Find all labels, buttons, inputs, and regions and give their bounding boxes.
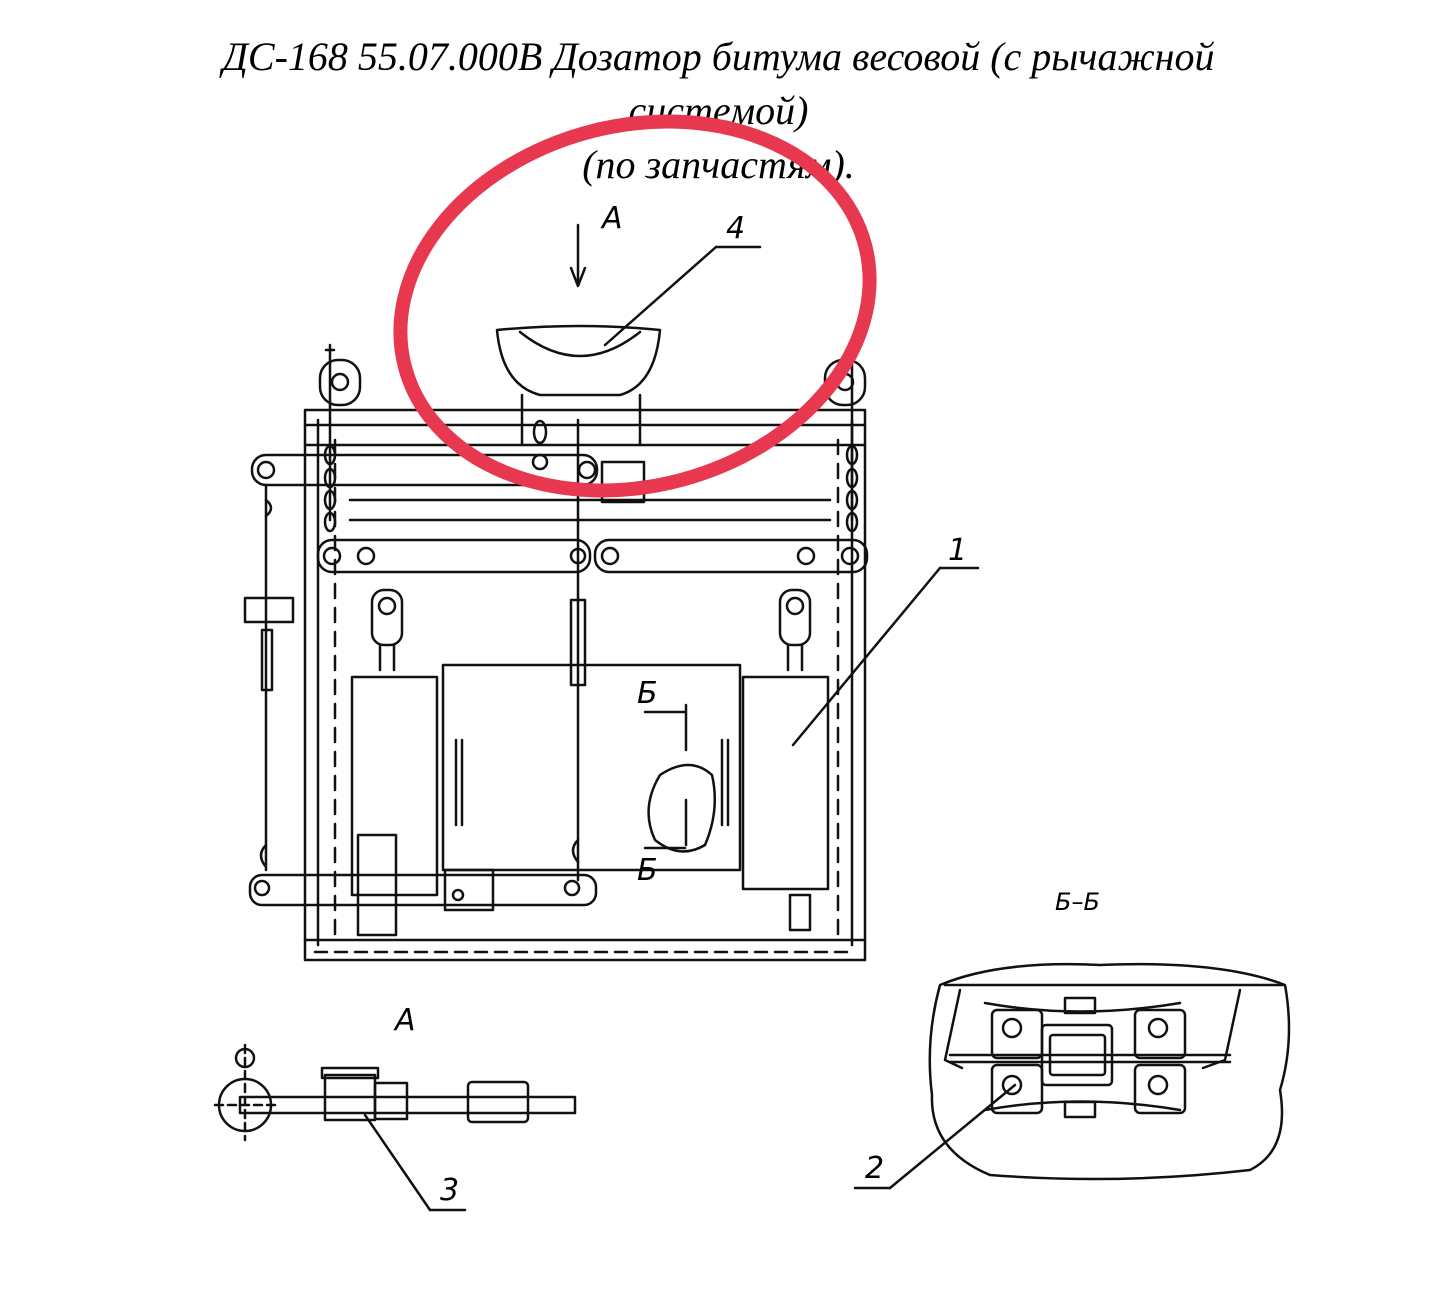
main-frame: [303, 408, 867, 962]
detail-view-a: [213, 1043, 577, 1142]
counterweight-rod: [243, 483, 295, 872]
bottom-lever: [248, 833, 812, 937]
page-title: ДС-168 55.07.000В Дозатор битума весовой…: [0, 30, 1437, 192]
callout-3: 3: [440, 1173, 459, 1208]
view-a-arrow: [569, 223, 587, 288]
section-title: Б–Б: [1055, 888, 1100, 916]
callout-1: 1: [948, 533, 967, 568]
central-rod: [569, 418, 587, 882]
section-mark-bottom: Б: [637, 853, 658, 888]
right-hanger: [778, 588, 812, 672]
middle-lever-left: [316, 538, 592, 574]
hopper-item-4: [495, 324, 662, 471]
callout-2: 2: [865, 1151, 884, 1186]
scale-body: [350, 663, 830, 897]
section-view-b-b: [928, 962, 1291, 1181]
highlight-ellipse: [393, 114, 877, 498]
view-a-bottom-label: А: [393, 1003, 416, 1038]
section-mark-top: Б: [637, 676, 658, 711]
title-line-1: ДС-168 55.07.000В Дозатор битума весовой…: [222, 34, 1215, 79]
leader-lines: [363, 245, 1017, 1212]
view-a-top-label: А: [600, 201, 623, 236]
callout-4: 4: [726, 211, 745, 246]
left-hanger: [370, 588, 404, 672]
right-chain: [845, 444, 859, 533]
middle-lever-right: [593, 538, 869, 574]
